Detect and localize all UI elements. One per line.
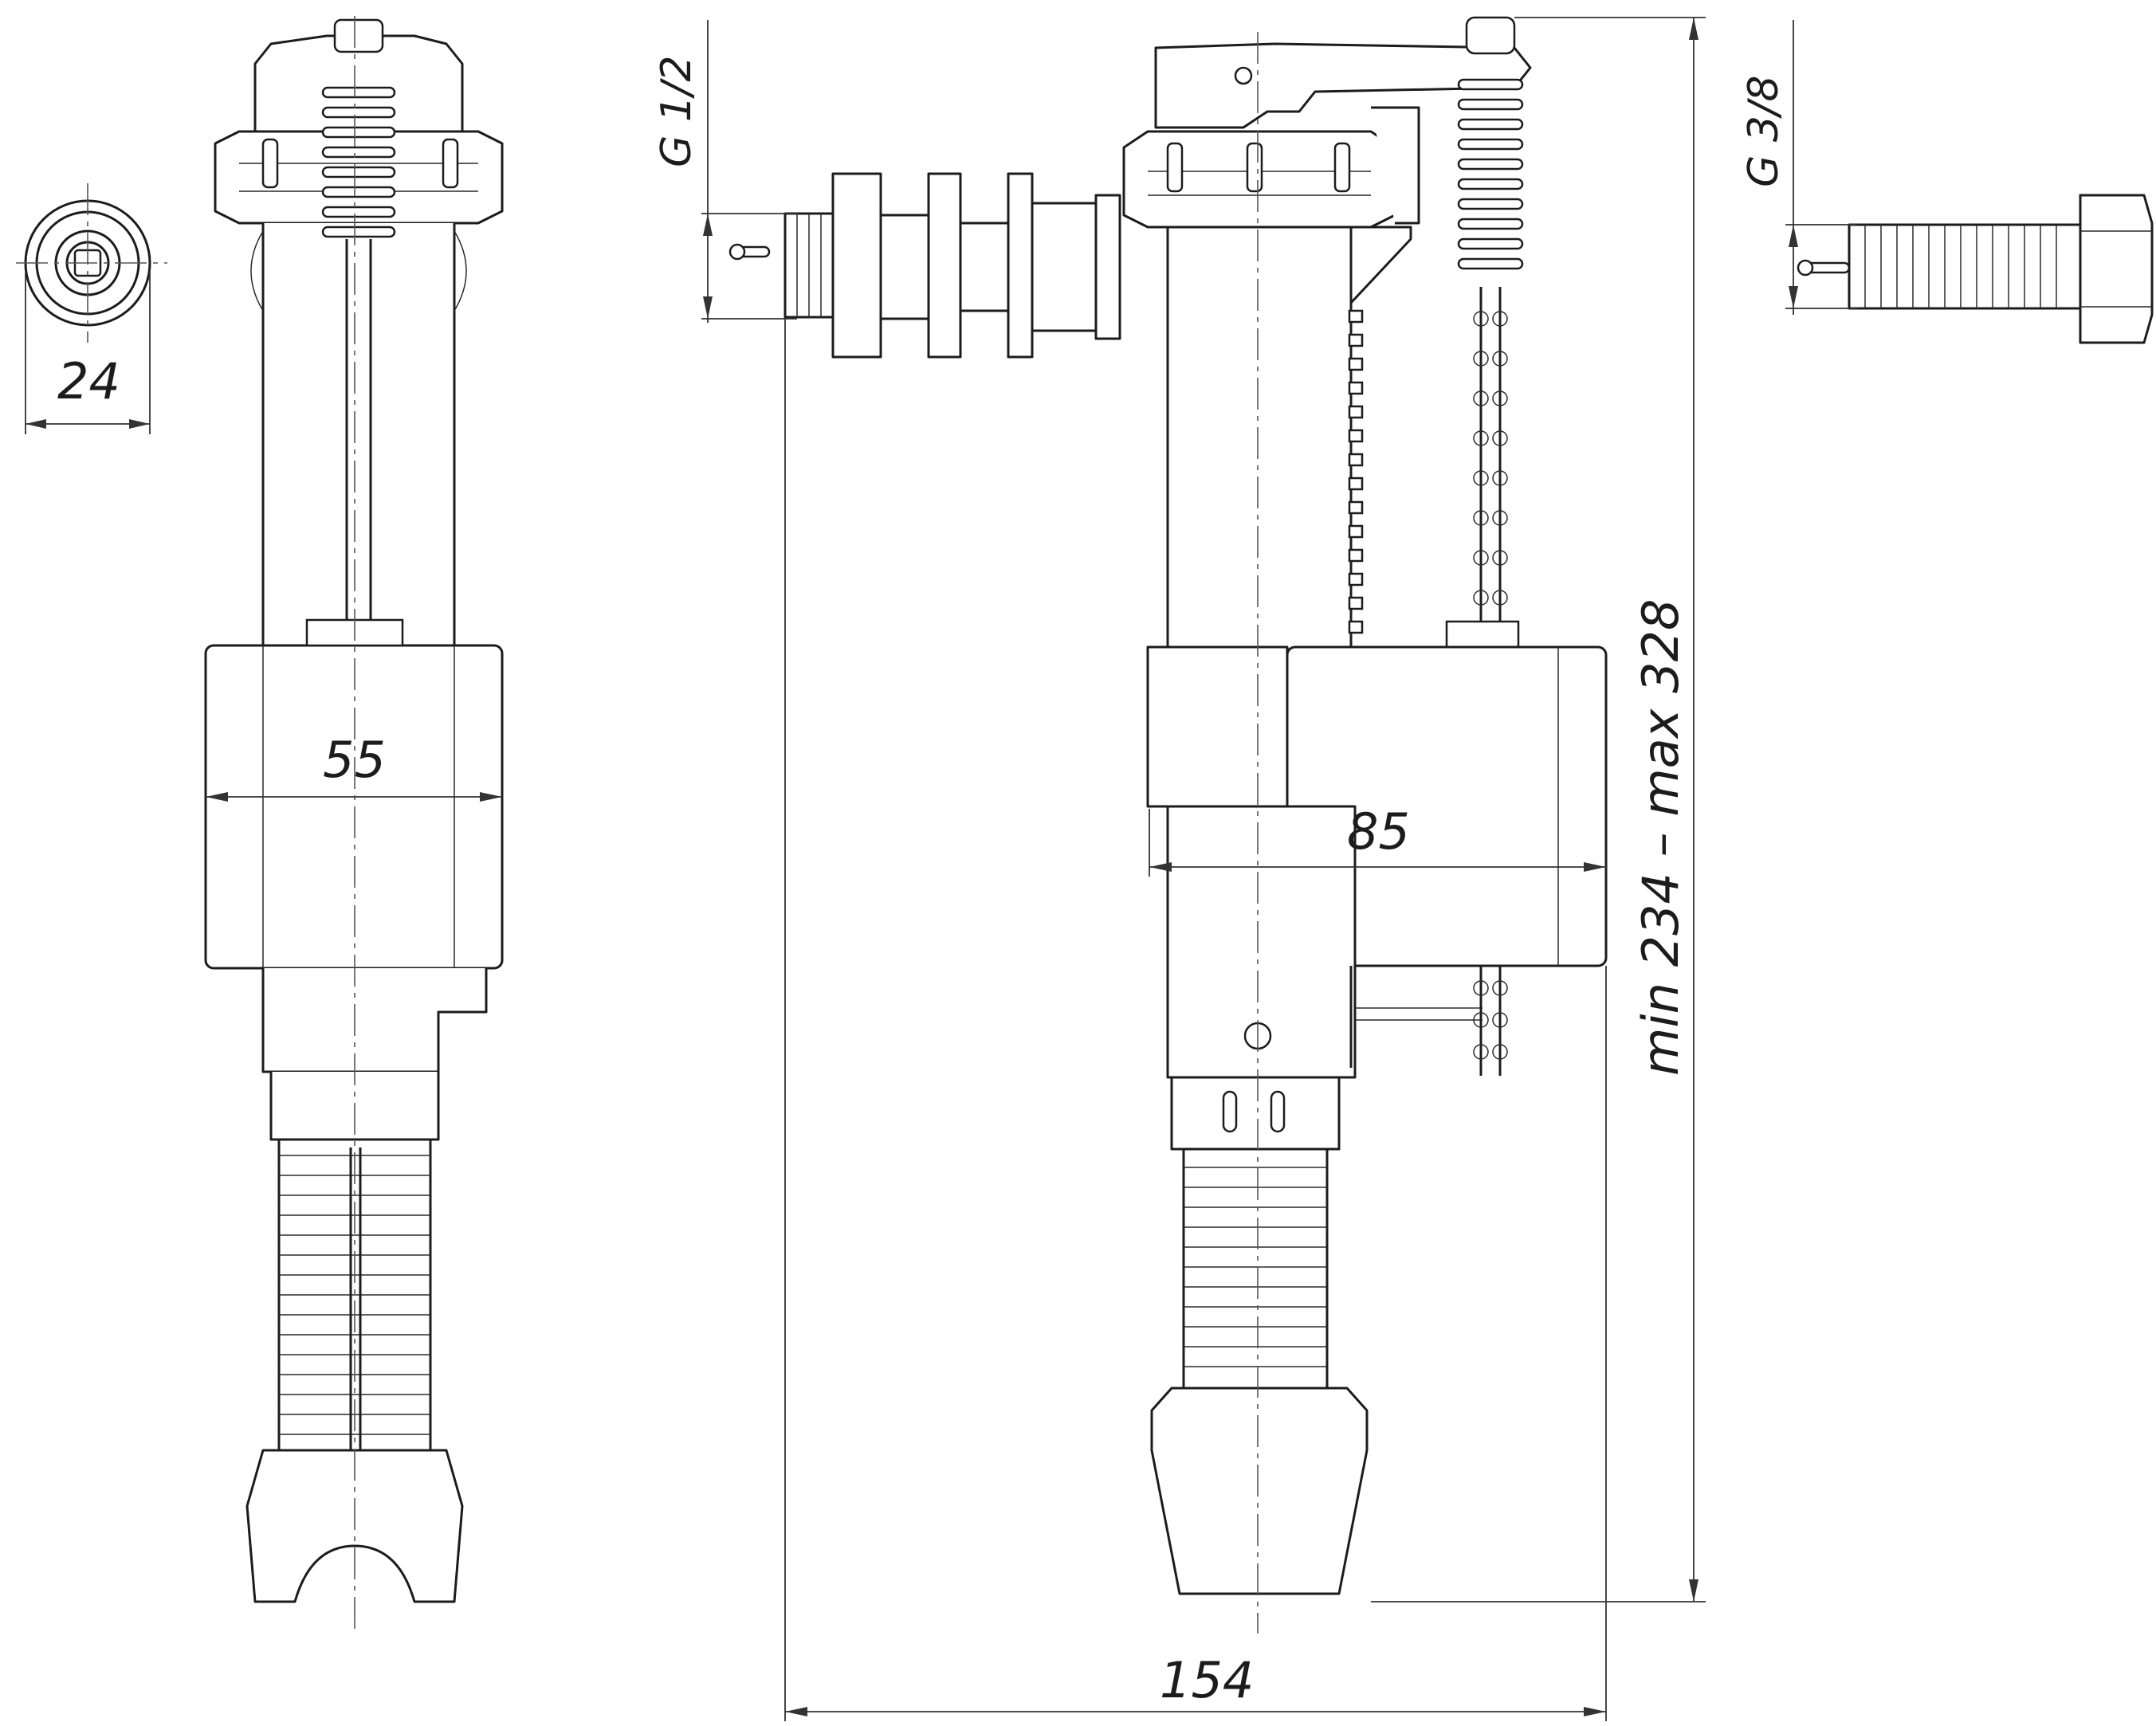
inlet-fitting	[728, 172, 1121, 359]
front-spring-top	[321, 86, 396, 238]
side-body	[1166, 226, 1353, 651]
side-foot	[1150, 1387, 1369, 1595]
nut-diameter-label: 24	[57, 352, 120, 410]
front-view	[204, 16, 504, 1634]
outlet-thread-dimension: G 3/8	[1740, 20, 1857, 315]
front-threaded-rod	[345, 239, 372, 637]
side-ratchet	[1348, 309, 1364, 634]
side-lever	[1154, 42, 1532, 129]
side-float-width-dimension: 85	[1149, 802, 1606, 877]
side-adjust-spring	[1445, 16, 1524, 651]
nut-diameter-dimension: 24	[25, 271, 151, 434]
nut-top-view	[16, 183, 167, 343]
outlet-nozzle	[1797, 194, 2154, 344]
side-lower-spring	[1473, 966, 1508, 1076]
overall-width-dimension: 154	[784, 319, 1607, 1721]
inlet-thread-label: G 1/2	[653, 55, 701, 167]
front-float-width-dimension: 55	[206, 731, 502, 802]
height-range-label: min 234 – max 328	[1632, 598, 1690, 1076]
side-corrugated-tube	[1182, 1147, 1329, 1390]
outlet-thread-label: G 3/8	[1740, 75, 1788, 187]
float-width-side-label: 85	[1347, 802, 1410, 861]
overall-width-label: 154	[1160, 1651, 1254, 1709]
inlet-thread-dimension: G 1/2	[653, 20, 797, 323]
side-float-left	[1146, 645, 1289, 808]
float-width-front-label: 55	[323, 731, 386, 789]
side-view	[728, 16, 1608, 1634]
front-float	[204, 644, 504, 970]
side-spring-clip	[1445, 620, 1520, 651]
height-dimension: min 234 – max 328	[1371, 17, 1706, 1602]
